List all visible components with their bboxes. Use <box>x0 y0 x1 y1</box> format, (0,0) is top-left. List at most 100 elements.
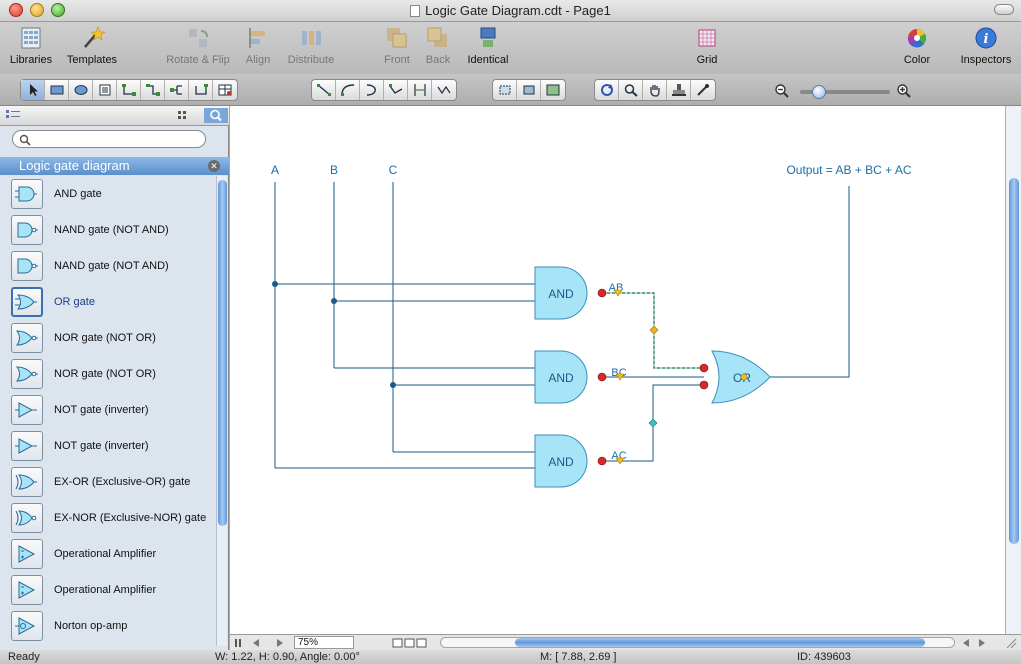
library-item[interactable]: NAND gate (NOT AND) <box>0 248 214 284</box>
bring-to-front-button[interactable]: Front <box>380 25 414 66</box>
library-item[interactable]: NOT gate (inverter) <box>0 428 214 464</box>
canvas-vertical-scrollbar[interactable] <box>1005 106 1021 634</box>
chain-connector-tool[interactable] <box>189 80 213 100</box>
line-tool[interactable] <box>312 80 336 100</box>
previous-page-icon[interactable] <box>250 638 262 648</box>
bezier-tool[interactable] <box>408 80 432 100</box>
format-painter-tool[interactable] <box>667 80 691 100</box>
wire-ab-midpoint-handle[interactable] <box>649 325 659 335</box>
next-page-icon[interactable] <box>274 638 286 648</box>
bezier-icon <box>413 84 426 96</box>
zoom-tool[interactable] <box>619 80 643 100</box>
text-tool[interactable] <box>93 80 117 100</box>
library-item[interactable]: EX-OR (Exclusive-OR) gate <box>0 464 214 500</box>
library-item[interactable]: OR gate <box>0 284 214 320</box>
wire-ac-to-or-input[interactable] <box>652 384 704 423</box>
snap-icon <box>499 85 510 95</box>
rectangle-tool[interactable] <box>45 80 69 100</box>
drawing-canvas[interactable]: A B C Output = AB + BC + AC <box>230 106 1005 634</box>
wire-ac-midpoint-handle[interactable] <box>648 418 658 428</box>
library-item[interactable]: Operational Amplifier <box>0 572 214 608</box>
close-library-icon[interactable]: ✕ <box>208 160 220 172</box>
templates-button[interactable]: Templates <box>62 25 122 66</box>
zoom-slider-track[interactable] <box>800 90 890 94</box>
grid-button[interactable]: Grid <box>690 25 724 66</box>
snap-shape-tool[interactable] <box>493 80 517 100</box>
freehand-tool[interactable] <box>432 80 456 100</box>
icon-view-icon[interactable] <box>174 108 192 123</box>
library-search-field[interactable] <box>12 130 206 148</box>
zoom-out-icon[interactable] <box>774 83 790 99</box>
refresh-tool[interactable] <box>595 80 619 100</box>
send-to-back-button[interactable]: Back <box>422 25 454 66</box>
library-item[interactable]: NOR gate (NOT OR) <box>0 356 214 392</box>
align-button[interactable]: Align <box>240 25 276 66</box>
horizontal-scroll-thumb[interactable] <box>515 638 925 647</box>
library-item[interactable]: Norton op-amp <box>0 608 214 644</box>
pan-tool[interactable] <box>643 80 667 100</box>
library-item[interactable]: NOT gate (inverter) <box>0 392 214 428</box>
not-gate-icon <box>15 438 37 454</box>
logic-gate-diagram[interactable]: A B C Output = AB + BC + AC <box>230 106 1005 634</box>
xnor-gate-icon <box>15 510 37 526</box>
window-title: Logic Gate Diagram.cdt - Page1 <box>0 3 1021 18</box>
sidebar-scroll-thumb[interactable] <box>218 180 227 526</box>
pause-icon[interactable] <box>232 638 244 648</box>
polyline-tool[interactable] <box>384 80 408 100</box>
library-item[interactable]: NOR gate (NOT OR) <box>0 320 214 356</box>
eyedropper-tool[interactable] <box>691 80 715 100</box>
resize-grip-icon[interactable] <box>1005 637 1017 649</box>
libraries-button[interactable]: Libraries <box>6 25 56 66</box>
library-item-thumbnail <box>11 179 43 209</box>
smart-connector-tool[interactable] <box>141 80 165 100</box>
zoom-window-button[interactable] <box>51 3 65 17</box>
zoom-slider-knob[interactable] <box>812 85 826 99</box>
wire-ac-to-or[interactable] <box>602 423 654 462</box>
identical-button[interactable]: Identical <box>462 25 514 66</box>
library-header[interactable]: Logic gate diagram ✕ <box>0 157 229 175</box>
library-item-thumbnail <box>11 215 43 245</box>
text-handles[interactable] <box>613 289 748 465</box>
and-gate-3[interactable]: AND <box>534 434 588 488</box>
color-button[interactable]: Color <box>896 25 938 66</box>
library-item-label: EX-NOR (Exclusive-NOR) gate <box>54 512 207 524</box>
vertical-scroll-thumb[interactable] <box>1009 178 1019 544</box>
connection-handles[interactable] <box>597 288 709 466</box>
distribute-button[interactable]: Distribute <box>282 25 340 66</box>
library-item[interactable]: EX-NOR (Exclusive-NOR) gate <box>0 500 214 536</box>
library-item[interactable]: NAND gate (NOT AND) <box>0 212 214 248</box>
list-view-icon[interactable] <box>4 108 22 123</box>
scroll-right-icon[interactable] <box>976 638 988 648</box>
zoom-in-icon[interactable] <box>896 83 912 99</box>
minimize-window-button[interactable] <box>30 3 44 17</box>
inspectors-button[interactable]: i Inspectors <box>954 25 1018 66</box>
select-tool[interactable] <box>21 80 45 100</box>
library-item[interactable]: AND gate <box>0 176 214 212</box>
curve-tool[interactable] <box>360 80 384 100</box>
table-tool[interactable] <box>213 80 237 100</box>
ellipse-tool[interactable] <box>69 80 93 100</box>
arc-tool[interactable] <box>336 80 360 100</box>
align-icon <box>249 28 265 48</box>
and-gate-2[interactable]: AND <box>534 350 588 404</box>
crop-tool[interactable] <box>517 80 541 100</box>
toolbar-toggle-button[interactable] <box>994 4 1014 15</box>
wire-output[interactable] <box>770 186 850 378</box>
search-library-icon[interactable] <box>204 108 228 123</box>
zoom-level-field[interactable]: 75% <box>294 636 354 649</box>
sidebar-scrollbar[interactable] <box>216 176 227 646</box>
connector-tool[interactable] <box>117 80 141 100</box>
scroll-left-icon[interactable] <box>960 638 972 648</box>
svg-text:i: i <box>984 32 989 47</box>
rotate-flip-button[interactable]: Rotate & Flip <box>162 25 234 66</box>
library-item[interactable]: Operational Amplifier <box>0 536 214 572</box>
tree-connector-tool[interactable] <box>165 80 189 100</box>
close-window-button[interactable] <box>9 3 23 17</box>
text-block-icon <box>99 84 110 96</box>
library-item-thumbnail <box>11 395 43 425</box>
library-item-label: NAND gate (NOT AND) <box>54 224 169 236</box>
page-view-icons[interactable] <box>392 638 428 648</box>
library-search-input[interactable] <box>35 132 200 146</box>
and-gate-1[interactable]: AND <box>534 266 588 320</box>
image-tool[interactable] <box>541 80 565 100</box>
